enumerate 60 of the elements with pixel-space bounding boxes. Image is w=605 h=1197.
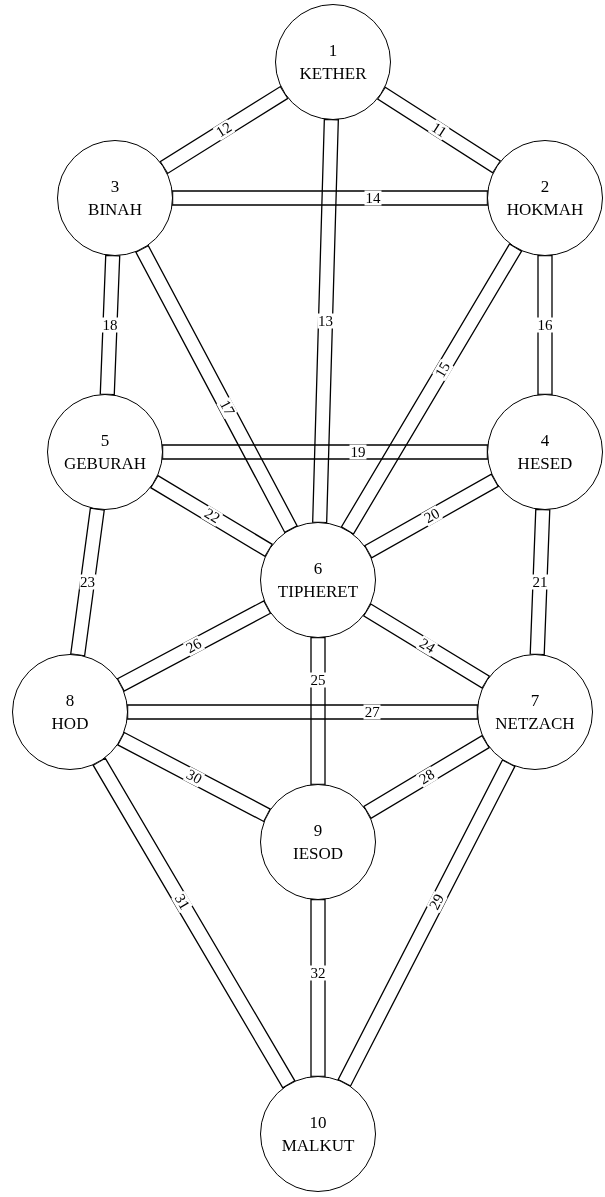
path-band: [116, 731, 272, 823]
sephirah-number: 10: [309, 1114, 327, 1131]
path-band: [312, 118, 339, 524]
sephirah-number: 6: [313, 560, 323, 577]
path-band: [116, 600, 272, 692]
edge-label: 13: [317, 313, 334, 329]
path-band: [310, 898, 326, 1078]
path-band: [92, 757, 296, 1089]
sephirah-name: IESOD: [292, 845, 344, 862]
edge-label: 26: [182, 635, 206, 657]
edge-label: 25: [309, 672, 327, 688]
sephirah-name: HOKMAH: [506, 201, 584, 218]
sephirah-number: 7: [530, 692, 540, 709]
sephirah-number: 9: [313, 822, 323, 839]
sephirah-name: MALKUT: [281, 1137, 355, 1154]
sephirah-number: 4: [540, 432, 550, 449]
path-band: [310, 636, 326, 786]
path-band: [529, 508, 551, 656]
sephirah-name: GEBURAH: [63, 455, 147, 472]
sephirah-name: HOD: [51, 715, 89, 732]
path-band: [363, 473, 500, 559]
path-band: [70, 507, 105, 657]
edge-label: 29: [426, 890, 448, 913]
edge-label: 17: [216, 397, 238, 420]
sephirah-name: KETHER: [299, 65, 367, 82]
path-band: [340, 243, 523, 535]
sephirah-number: 8: [65, 692, 75, 709]
edge-label: 28: [415, 766, 438, 788]
sephirah-number: 5: [100, 432, 110, 449]
edge-label: 21: [531, 574, 549, 590]
path-band: [337, 759, 516, 1087]
sephirah-name: BINAH: [88, 201, 142, 218]
sephirah-number: 3: [110, 178, 120, 195]
path-band: [376, 86, 502, 174]
edge-label: 19: [349, 444, 367, 460]
edge-label: 11: [428, 119, 450, 141]
path-band: [161, 444, 489, 460]
path-band: [126, 704, 479, 720]
edge-label: 16: [536, 317, 554, 333]
edge-label: 18: [101, 317, 119, 333]
sephirah-number: 2: [540, 178, 550, 195]
edge-label: 32: [309, 965, 327, 981]
sephirah-name: TIPHERET: [277, 583, 359, 600]
path-band: [134, 244, 299, 534]
path-band: [537, 254, 553, 396]
edge-label: 30: [183, 766, 205, 788]
edge-label: 31: [170, 890, 193, 913]
edge-label: 14: [364, 190, 382, 206]
sephirah-name: HESED: [517, 455, 573, 472]
edge-label: 24: [415, 635, 438, 657]
edge-label: 22: [200, 505, 223, 527]
sephirah-number: 1: [328, 42, 338, 59]
sephirah-name: NETZACH: [495, 715, 575, 732]
path-band: [171, 190, 489, 206]
path-band: [99, 254, 121, 396]
edge-label: 27: [363, 704, 381, 720]
edge-label: 12: [212, 119, 236, 141]
edge-label: 20: [420, 505, 443, 527]
edge-label: 15: [432, 358, 454, 382]
edge-label: 23: [79, 574, 96, 590]
